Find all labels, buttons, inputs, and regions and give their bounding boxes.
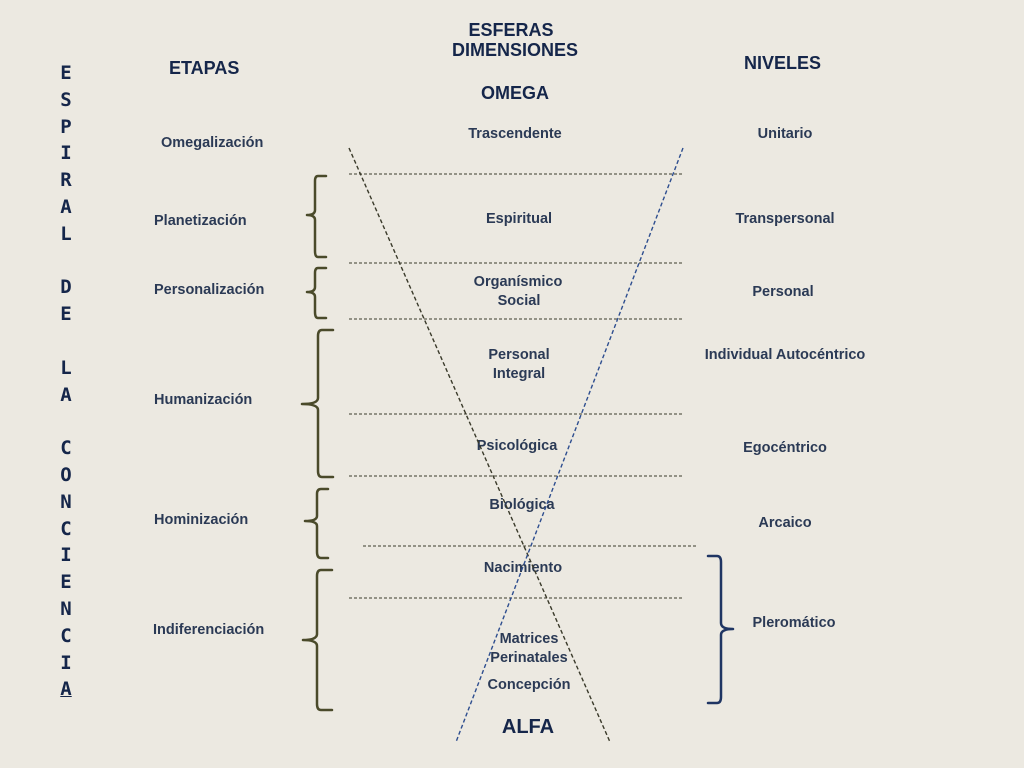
vertical-title-letter: C [60, 437, 72, 460]
vertical-title-letter: O [60, 463, 72, 486]
left-brace [300, 328, 335, 479]
etapa-humanizacion: Humanización [154, 392, 253, 408]
vertical-title-letter: D [60, 276, 72, 299]
etapa-hominizacion: Hominización [154, 512, 249, 528]
vertical-title-letter: L [60, 356, 72, 379]
nivel-egocentrico: Egocéntrico [743, 440, 827, 456]
vertical-title-letter: N [60, 490, 72, 513]
vertical-title-letter: A [60, 195, 72, 218]
nivel-individual-autocentrico: Individual Autocéntrico [704, 347, 866, 363]
nivel-personal: Personal [752, 284, 814, 300]
vertical-title-letter: N [60, 597, 72, 620]
dimension-integral: Integral [492, 366, 546, 382]
etapa-indiferenciacion: Indiferenciación [153, 622, 265, 638]
vertical-title-letter: R [60, 169, 72, 192]
dimension-psicologica: Psicológica [476, 438, 558, 454]
vertical-title-letter: P [60, 115, 72, 138]
nivel-pleromatico: Pleromático [752, 615, 836, 631]
right-brace [706, 554, 735, 705]
header-omega: OMEGA [480, 83, 550, 103]
header-niveles: NIVELES [744, 53, 822, 73]
nivel-unitario: Unitario [757, 126, 813, 142]
dimension-biologica: Biológica [489, 497, 555, 513]
nivel-transpersonal: Transpersonal [735, 211, 835, 227]
left-brace [305, 174, 328, 259]
dimension-organismico: Organísmico [473, 274, 563, 290]
vertical-title-letter: E [60, 62, 72, 84]
vertical-title-letter: A [60, 383, 72, 406]
left-brace [303, 487, 330, 560]
left-brace [305, 266, 328, 320]
vertical-title-letter: C [60, 624, 72, 647]
etapa-personalizacion: Personalización [154, 282, 265, 298]
dimension-concepcion: Concepción [487, 677, 571, 693]
vertical-title-letter: S [60, 88, 72, 111]
dimension-social: Social [497, 293, 541, 309]
vertical-title-letter: E [60, 303, 72, 326]
diagonal-line-dark [348, 147, 611, 743]
vertical-title-letter: A [60, 678, 72, 701]
vertical-title-letter: E [60, 571, 72, 594]
header-etapas: ETAPAS [169, 58, 240, 78]
dimension-trascendente: Trascendente [468, 126, 562, 142]
diagonal-line-blue [455, 147, 684, 743]
etapa-omegalizacion: Omegalización [161, 135, 264, 151]
etapa-planetizacion: Planetización [154, 213, 247, 229]
dimension-espiritual: Espiritual [485, 211, 553, 227]
left-brace [301, 568, 334, 712]
vertical-title-letter: I [60, 544, 72, 567]
dimension-perinatales: Perinatales [490, 650, 568, 666]
dimension-personal: Personal [488, 347, 550, 363]
label-alfa: ALFA [501, 716, 555, 738]
vertical-title-letter: L [60, 222, 72, 245]
vertical-title-letter: I [60, 142, 72, 165]
vertical-title-letter: I [60, 651, 72, 674]
header-esferas: ESFERAS [468, 20, 554, 40]
dimension-matrices: Matrices [499, 631, 559, 647]
header-dimensiones: DIMENSIONES [451, 40, 579, 60]
vertical-title-letter: C [60, 517, 72, 540]
nivel-arcaico: Arcaico [758, 515, 812, 531]
